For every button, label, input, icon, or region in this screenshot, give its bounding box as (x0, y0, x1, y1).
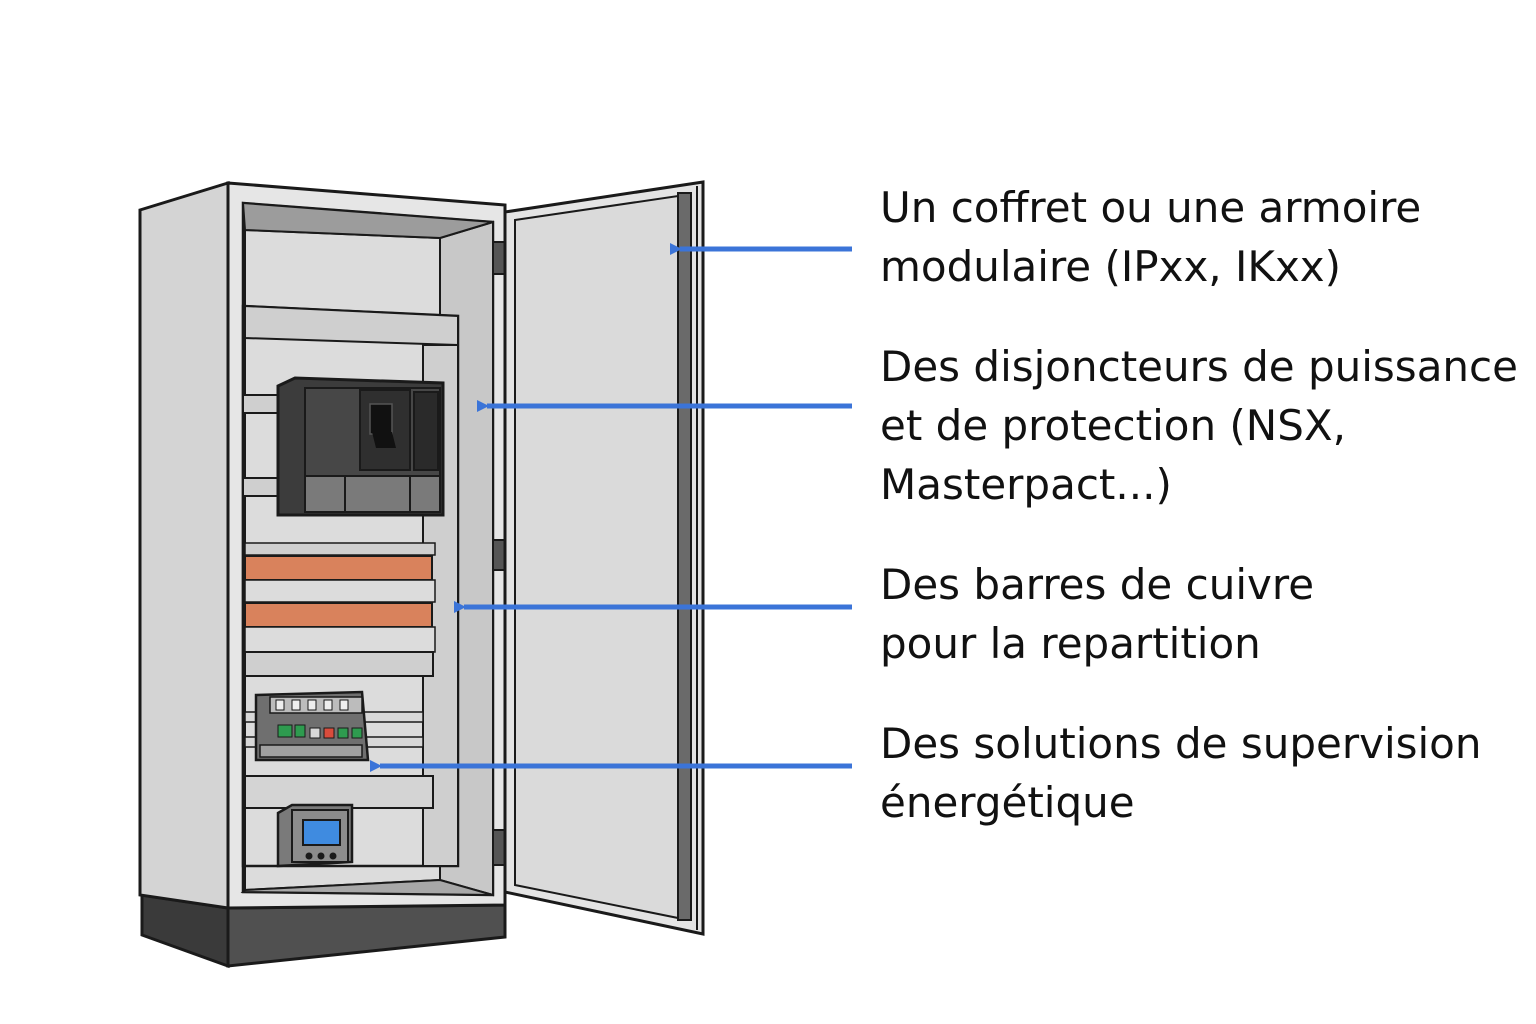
callout-busbars: Des barres de cuivre pour la repartition (880, 555, 1314, 673)
power-breaker (242, 376, 445, 517)
cabinet-door (503, 180, 705, 936)
callout-arrows (370, 243, 852, 772)
callout-breakers: Des disjoncteurs de puissance et de prot… (880, 337, 1518, 514)
energy-meter (276, 803, 354, 868)
callout-monitoring-line-1: Des solutions de supervision (880, 719, 1482, 768)
callout-breakers-line-2: et de protection (NSX, (880, 401, 1346, 450)
callout-busbars-line-1: Des barres de cuivre (880, 560, 1315, 609)
cabinet-plinth (140, 893, 507, 969)
callout-enclosure: Un coffret ou une armoire modulaire (IPx… (880, 178, 1421, 296)
callout-breakers-line-3: Masterpact...) (880, 460, 1172, 509)
callout-busbars-line-2: pour la repartition (880, 619, 1261, 668)
callout-monitoring-line-2: énergétique (880, 778, 1135, 827)
cabinet-side-panel (138, 180, 230, 910)
callout-enclosure-line-1: Un coffret ou une armoire (880, 183, 1422, 232)
callout-enclosure-line-2: modulaire (IPxx, IKxx) (880, 242, 1342, 291)
callout-breakers-line-1: Des disjoncteurs de puissance (880, 342, 1518, 391)
copper-busbars (244, 542, 436, 653)
din-rail-devices (244, 651, 434, 809)
callout-monitoring: Des solutions de supervision énergétique (880, 714, 1481, 832)
